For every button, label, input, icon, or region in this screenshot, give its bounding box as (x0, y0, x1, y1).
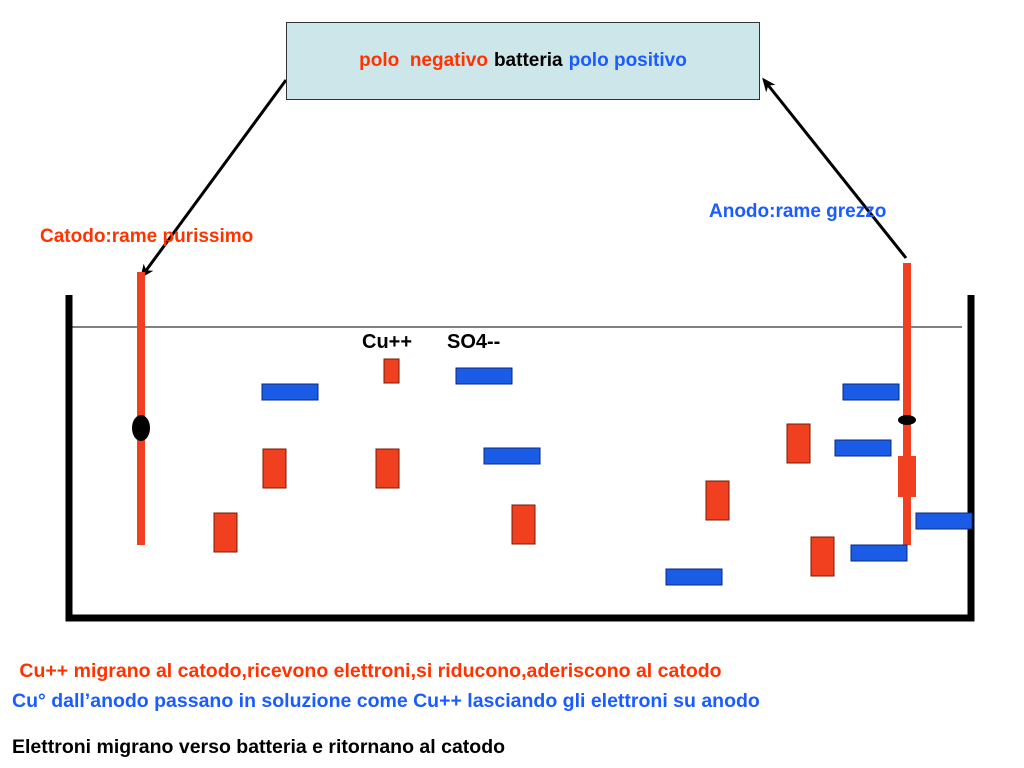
so4-ion (455, 367, 513, 385)
electrolytic-tank (65, 295, 975, 622)
wire-negative-to-cathode (140, 79, 288, 279)
cu-ion (213, 512, 238, 553)
anode-electron (898, 415, 916, 425)
cu-ion (511, 504, 536, 545)
cu-ion (383, 358, 400, 384)
cathode-electron (132, 415, 150, 441)
so4-ion (842, 383, 900, 401)
so4-ion (665, 568, 723, 586)
so4-ion (915, 512, 973, 530)
positive-pole-label: polo positivo (568, 50, 687, 71)
battery-label: batteria (493, 50, 563, 71)
anion-group (261, 367, 973, 586)
anion-label: SO4-- (447, 331, 501, 353)
battery-box: polo negativo batteria polo positivo (286, 22, 760, 100)
cu-ion (786, 423, 811, 464)
cathode-electrode (137, 272, 145, 545)
so4-ion (483, 447, 541, 465)
cu-ion (705, 480, 730, 521)
cu-ion (375, 448, 400, 489)
anode-label: Anodo:rame grezzo (709, 201, 887, 222)
caption-electrons: Elettroni migrano verso batteria e ritor… (12, 736, 506, 758)
so4-ion (850, 544, 908, 562)
so4-ion (261, 383, 319, 401)
negative-pole-label: polo negativo (359, 50, 488, 71)
cu-ion (262, 448, 287, 489)
cation-group (213, 358, 835, 577)
so4-ion (834, 439, 892, 457)
cathode-label: Catodo:rame purissimo (40, 226, 254, 247)
caption-cations: Cu++ migrano al catodo,ricevono elettron… (14, 660, 722, 682)
anode-electrode (903, 263, 911, 545)
cation-label: Cu++ (362, 331, 413, 353)
cu-ion (810, 536, 835, 577)
anode-lump (898, 456, 916, 497)
caption-anode: Cu° dall’anodo passano in soluzione come… (12, 690, 760, 712)
wire-anode-to-positive (762, 77, 908, 259)
